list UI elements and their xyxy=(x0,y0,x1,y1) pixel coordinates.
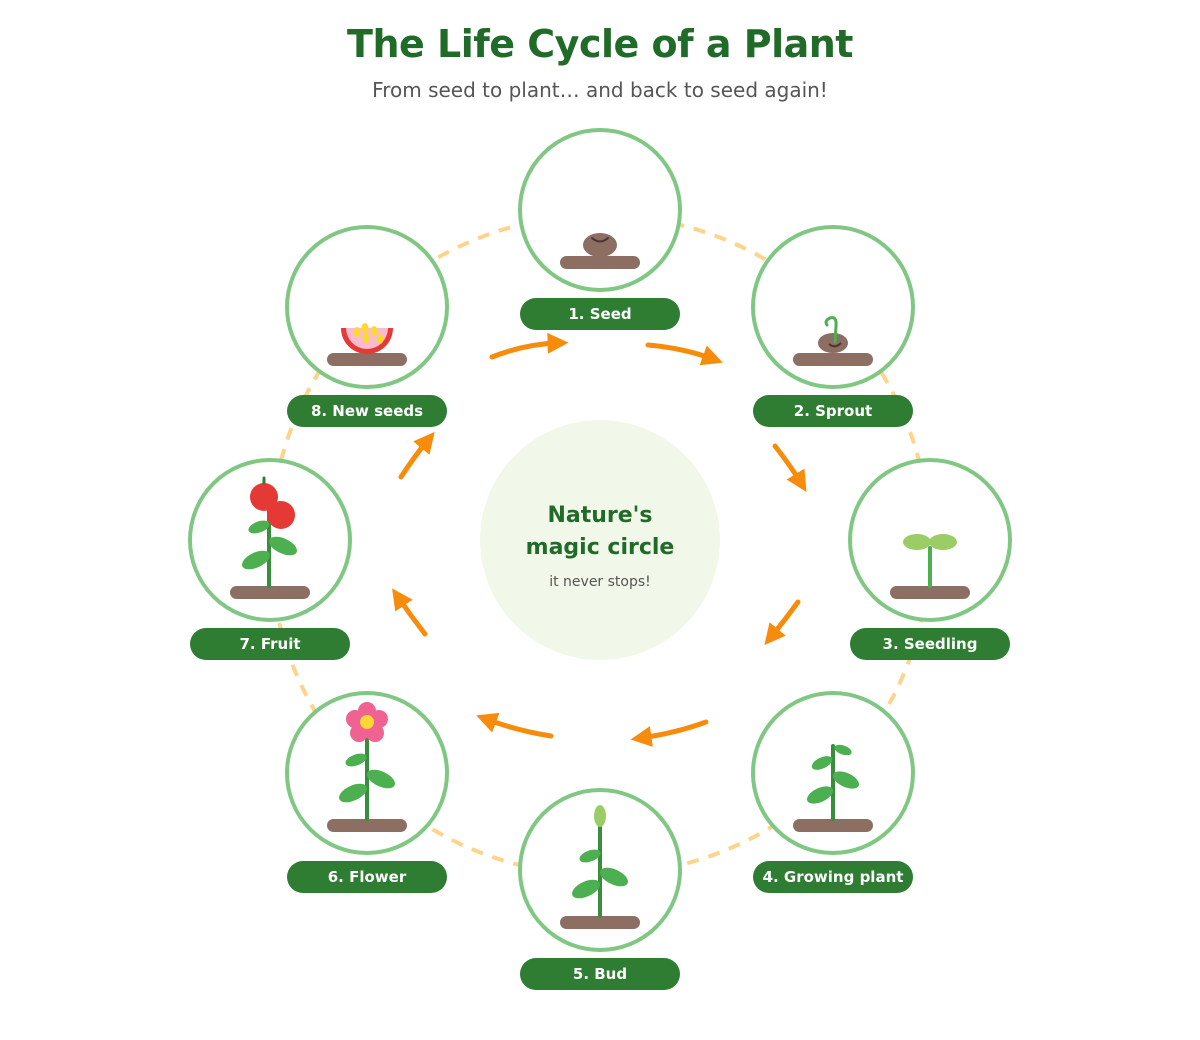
stage-label-flower: 6. Flower xyxy=(328,868,407,886)
center-title-line1: Nature's xyxy=(547,503,652,528)
seed-icon xyxy=(560,233,640,269)
arrow-3-to-4 xyxy=(764,599,801,646)
stage-label-growing-plant: 4. Growing plant xyxy=(763,868,904,886)
stage-bud: 5. Bud xyxy=(518,788,682,990)
cycle-arrows xyxy=(392,332,807,747)
stage-label-seedling: 3. Seedling xyxy=(883,635,978,653)
new-seeds-icon xyxy=(327,323,407,366)
arrow-7-to-8 xyxy=(398,431,435,480)
stage-label-fruit: 7. Fruit xyxy=(239,635,300,653)
page-title: The Life Cycle of a Plant xyxy=(347,22,853,66)
arrow-8-to-1 xyxy=(489,332,569,360)
arrow-4-to-5 xyxy=(630,719,709,747)
growing-plant-icon xyxy=(793,744,873,832)
arrow-1-to-2 xyxy=(645,342,723,366)
stage-seedling: 3. Seedling xyxy=(848,458,1012,660)
stage-flower: 6. Flower xyxy=(285,691,449,893)
bud-icon xyxy=(560,805,640,929)
sprout-icon xyxy=(793,316,873,366)
center-note: it never stops! xyxy=(549,574,651,590)
stage-circle xyxy=(285,225,449,389)
page-subtitle: From seed to plant… and back to seed aga… xyxy=(372,78,828,102)
flower-icon xyxy=(327,702,407,832)
center-title-line2: magic circle xyxy=(526,535,675,560)
arrow-6-to-7 xyxy=(392,588,428,637)
fruit-icon xyxy=(230,476,310,599)
stage-circle xyxy=(751,225,915,389)
stage-label-bud: 5. Bud xyxy=(573,965,627,983)
stage-label-new-seeds: 8. New seeds xyxy=(311,402,423,420)
arrow-2-to-3 xyxy=(772,443,807,492)
center-badge: Nature's magic circle it never stops! xyxy=(480,420,720,660)
stage-seed: 1. Seed xyxy=(518,128,682,330)
stage-circle xyxy=(518,128,682,292)
seedling-icon xyxy=(890,534,970,599)
stage-growing-plant: 4. Growing plant xyxy=(751,691,915,893)
stage-new-seeds: 8. New seeds xyxy=(285,225,449,427)
stage-fruit: 7. Fruit xyxy=(188,458,352,660)
stage-sprout: 2. Sprout xyxy=(751,225,915,427)
stage-label-seed: 1. Seed xyxy=(568,305,631,323)
arrow-5-to-6 xyxy=(476,712,554,739)
stage-label-sprout: 2. Sprout xyxy=(794,402,872,420)
